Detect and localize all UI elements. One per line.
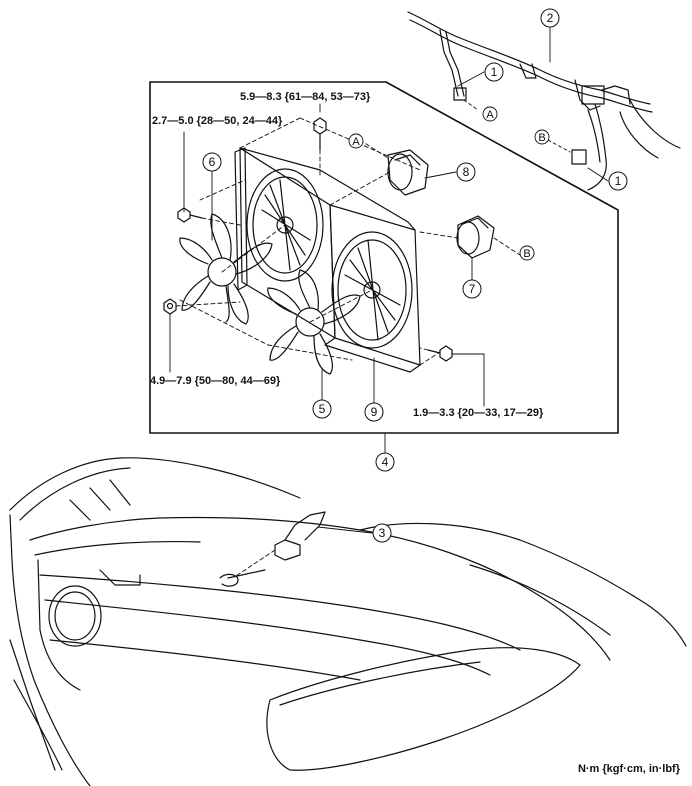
callout-7: 7 bbox=[469, 282, 476, 296]
fan-motor-7 bbox=[456, 215, 495, 259]
callout-5: 5 bbox=[319, 402, 326, 416]
ref-b-motor: B bbox=[523, 248, 530, 260]
callout-3: 3 bbox=[379, 526, 386, 540]
torque-spec-lower-left: 4.9—7.9 {50—80, 44—69} bbox=[150, 375, 281, 387]
callout-6: 6 bbox=[209, 155, 216, 169]
ref-a-motor: A bbox=[352, 136, 360, 148]
callout-8: 8 bbox=[463, 165, 470, 179]
torque-units: N·m {kgf·cm, in·lbf} bbox=[578, 763, 681, 775]
callout-1-lower: 1 bbox=[615, 174, 622, 188]
callout-1-upper: 1 bbox=[491, 65, 498, 79]
torque-spec-upper-left: 2.7—5.0 {28—50, 24—44} bbox=[152, 115, 283, 127]
bolts bbox=[163, 117, 453, 362]
assembly-frame bbox=[149, 81, 619, 434]
vehicle-front bbox=[9, 457, 687, 786]
fan-6 bbox=[179, 213, 273, 325]
fan-motor-8 bbox=[387, 149, 429, 196]
wiring-harness bbox=[407, 11, 681, 191]
callout-9: 9 bbox=[371, 405, 378, 419]
callout-2: 2 bbox=[547, 11, 554, 25]
callout-4: 4 bbox=[382, 455, 389, 469]
ref-a-harness: A bbox=[486, 109, 494, 121]
torque-spec-lower-right: 1.9—3.3 {20—33, 17—29} bbox=[413, 407, 544, 419]
torque-spec-top: 5.9—8.3 {61—84, 53—73} bbox=[240, 91, 371, 103]
ref-b-harness: B bbox=[538, 132, 545, 144]
fan-5 bbox=[267, 269, 361, 375]
